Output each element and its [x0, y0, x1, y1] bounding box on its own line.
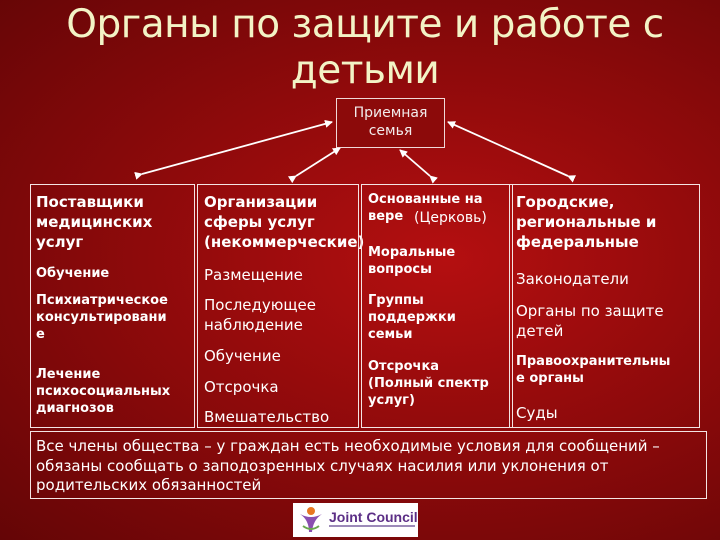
- column-item: Органы по защите детей: [516, 302, 664, 340]
- logo-tagline-line: [329, 525, 415, 527]
- arrow-to-service-organizations: [287, 147, 341, 184]
- arrow-to-faith-based: [399, 149, 438, 184]
- column-item: Последующее наблюдение: [204, 296, 316, 334]
- column-item: Обучение: [204, 347, 281, 365]
- column-heading: Городские, региональные и федеральные: [516, 193, 657, 251]
- column-heading: Поставщики медицинских услуг: [36, 193, 153, 251]
- joint-council-logo: Joint Council: [293, 503, 418, 537]
- page-title: Органы по защите и работе с детьми: [66, 2, 664, 93]
- column-item: Отсрочка: [204, 378, 279, 396]
- person-figure-icon: [300, 507, 322, 532]
- foster-family-box: Приемная семья: [336, 98, 445, 148]
- column-item: Вмешательство: [204, 408, 330, 426]
- column-item: Обучение: [36, 266, 110, 281]
- column-item: Правоохранительны е органы: [516, 354, 671, 386]
- foster-family-label: Приемная семья: [353, 105, 428, 139]
- logo-text: Joint Council: [329, 509, 418, 525]
- column-item: Размещение: [204, 266, 303, 284]
- column-item: Законодатели: [516, 270, 629, 288]
- column-heading: Организации сферы услуг (некоммерческие): [204, 193, 365, 251]
- column-service-organizations: Организации сферы услуг (некоммерческие)…: [197, 184, 364, 428]
- column-item: Суды: [516, 404, 558, 422]
- column-item: Отсрочка (Полный спектр услуг): [368, 359, 489, 408]
- column-government: Городские, региональные и федеральные За…: [509, 184, 700, 428]
- column-faith-based: Основанные на вере (Церковь) Моральные в…: [361, 184, 513, 428]
- arrow-to-medical-providers: [134, 119, 333, 180]
- column-item: Психиатрическое консультировани е: [36, 293, 168, 342]
- column-medical-providers: Поставщики медицинских услуг Обучение Пс…: [30, 184, 195, 428]
- column-item: Моральные вопросы: [368, 245, 456, 277]
- reporting-obligation-box: Все члены общества – у граждан есть необ…: [30, 431, 707, 499]
- reporting-obligation-text: Все члены общества – у граждан есть необ…: [36, 437, 660, 494]
- column-item: Группы поддержки семьи: [368, 293, 456, 342]
- arrow-to-government: [447, 121, 577, 183]
- column-item: Лечение психосоциальных диагнозов: [36, 367, 171, 416]
- column-heading: Основанные на вере: [368, 192, 483, 224]
- column-item: (Церковь): [414, 210, 487, 226]
